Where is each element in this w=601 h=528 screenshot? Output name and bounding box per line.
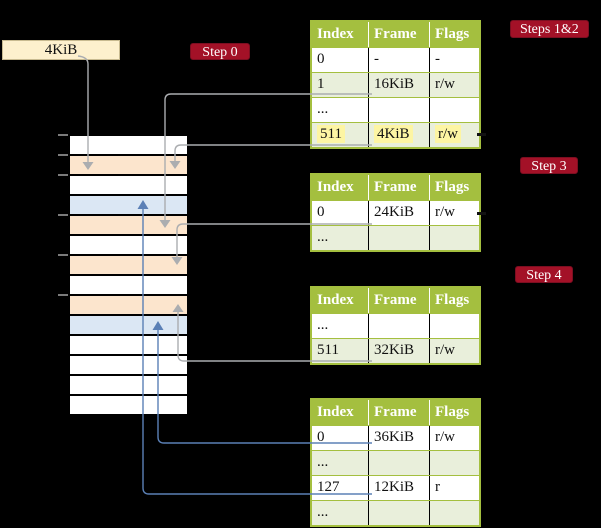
cell-frame: 24KiB bbox=[369, 201, 430, 225]
column-header-index: Index bbox=[312, 175, 369, 200]
memory-row-2-peach bbox=[70, 156, 187, 176]
cell-frame: - bbox=[369, 48, 430, 72]
table-row: ... bbox=[312, 500, 479, 525]
highlight: 511 bbox=[317, 125, 345, 143]
memory-ticks bbox=[58, 134, 68, 296]
memory-row-9-peach bbox=[70, 296, 187, 316]
memory-row-10-blue bbox=[70, 316, 187, 336]
table-row: ... bbox=[312, 225, 479, 250]
table-row: ... bbox=[312, 313, 479, 338]
table-row: 127 12KiB r bbox=[312, 475, 479, 500]
cell-frame bbox=[369, 451, 430, 475]
table-row-highlighted: 511 4KiB r/w bbox=[312, 122, 479, 147]
cell-flags bbox=[430, 501, 479, 525]
column-header-frame: Frame bbox=[369, 400, 430, 425]
cell-index: ... bbox=[312, 451, 369, 475]
memory-row-13-white bbox=[70, 376, 187, 396]
table-row: ... bbox=[312, 450, 479, 475]
cell-flags: r/w bbox=[435, 429, 455, 445]
badge-step-3: Step 3 bbox=[520, 157, 578, 174]
memory-row-12-white bbox=[70, 356, 187, 376]
page-table-3: Index Frame Flags ... 511 32KiB r/w bbox=[310, 286, 481, 365]
highlight: r/w bbox=[435, 125, 461, 143]
cell-index: ... bbox=[312, 98, 369, 122]
column-header-flags: Flags bbox=[435, 179, 470, 195]
highlight: 4KiB bbox=[374, 125, 413, 143]
cell-flags: r/w bbox=[435, 76, 455, 92]
table-row: 0 24KiB r/w bbox=[312, 200, 479, 225]
table-header-row: Index Frame Flags bbox=[312, 288, 479, 313]
badge-step-0: Step 0 bbox=[190, 43, 250, 60]
memory-row-1-white bbox=[70, 136, 187, 156]
cell-index: ... bbox=[312, 226, 369, 250]
cell-flags: r/w bbox=[435, 342, 455, 358]
cell-index: 1 bbox=[312, 73, 369, 97]
cell-flags bbox=[430, 314, 479, 338]
cell-frame: 12KiB bbox=[369, 476, 430, 500]
cell-frame: 32KiB bbox=[369, 339, 430, 363]
memory-row-7-peach bbox=[70, 256, 187, 276]
cell-flags: r bbox=[435, 479, 440, 495]
cell-frame bbox=[369, 501, 430, 525]
memory-row-14-white bbox=[70, 396, 187, 414]
table-row: 0 36KiB r/w bbox=[312, 425, 479, 450]
cell-frame: 16KiB bbox=[369, 73, 430, 97]
column-header-index: Index bbox=[312, 288, 369, 313]
page-table-1: Index Frame Flags 0 - - 1 16KiB r/w ... … bbox=[310, 20, 481, 149]
table-row: ... bbox=[312, 97, 479, 122]
table-row: 0 - - bbox=[312, 47, 479, 72]
cell-index: 511 bbox=[312, 339, 369, 363]
table-row: 1 16KiB r/w bbox=[312, 72, 479, 97]
cell-index: 511 bbox=[312, 123, 369, 147]
cell-flags bbox=[430, 226, 479, 250]
cell-index: 0 bbox=[312, 48, 369, 72]
column-header-flags: Flags bbox=[435, 404, 470, 420]
page-table-4: Index Frame Flags 0 36KiB r/w ... 127 12… bbox=[310, 398, 481, 527]
badge-steps-1-2: Steps 1&2 bbox=[510, 20, 589, 38]
memory-row-11-white bbox=[70, 336, 187, 356]
cell-index: ... bbox=[312, 314, 369, 338]
table-row: 511 32KiB r/w bbox=[312, 338, 479, 363]
memory-row-5-peach bbox=[70, 216, 187, 236]
page-table-2: Index Frame Flags 0 24KiB r/w ... bbox=[310, 173, 481, 252]
column-header-flags: Flags bbox=[435, 26, 470, 42]
column-header-index: Index bbox=[312, 400, 369, 425]
column-header-index: Index bbox=[312, 22, 369, 47]
memory-row-3-white bbox=[70, 176, 187, 196]
column-header-frame: Frame bbox=[369, 175, 430, 200]
cell-frame: 4KiB bbox=[369, 123, 430, 147]
cell-flags: r/w bbox=[435, 204, 455, 220]
cell-frame: 36KiB bbox=[369, 426, 430, 450]
badge-step-4: Step 4 bbox=[515, 266, 573, 283]
memory-column bbox=[68, 134, 189, 416]
cell-frame bbox=[369, 98, 430, 122]
cell-flags: - bbox=[435, 51, 440, 67]
memory-row-4-blue bbox=[70, 196, 187, 216]
memory-row-8-white bbox=[70, 276, 187, 296]
cell-index: 0 bbox=[312, 201, 369, 225]
table-header-row: Index Frame Flags bbox=[312, 22, 479, 47]
cell-frame bbox=[369, 226, 430, 250]
cell-frame bbox=[369, 314, 430, 338]
column-header-frame: Frame bbox=[369, 22, 430, 47]
cell-index: 0 bbox=[312, 426, 369, 450]
legend-box-4kib: 4KiB bbox=[2, 40, 120, 60]
column-header-flags: Flags bbox=[435, 292, 470, 308]
cell-flags: r/w bbox=[430, 123, 479, 147]
cell-flags bbox=[430, 451, 479, 475]
cell-index: ... bbox=[312, 501, 369, 525]
table-header-row: Index Frame Flags bbox=[312, 175, 479, 200]
cell-flags bbox=[430, 98, 479, 122]
table-header-row: Index Frame Flags bbox=[312, 400, 479, 425]
cell-index: 127 bbox=[312, 476, 369, 500]
column-header-frame: Frame bbox=[369, 288, 430, 313]
memory-row-6-white bbox=[70, 236, 187, 256]
